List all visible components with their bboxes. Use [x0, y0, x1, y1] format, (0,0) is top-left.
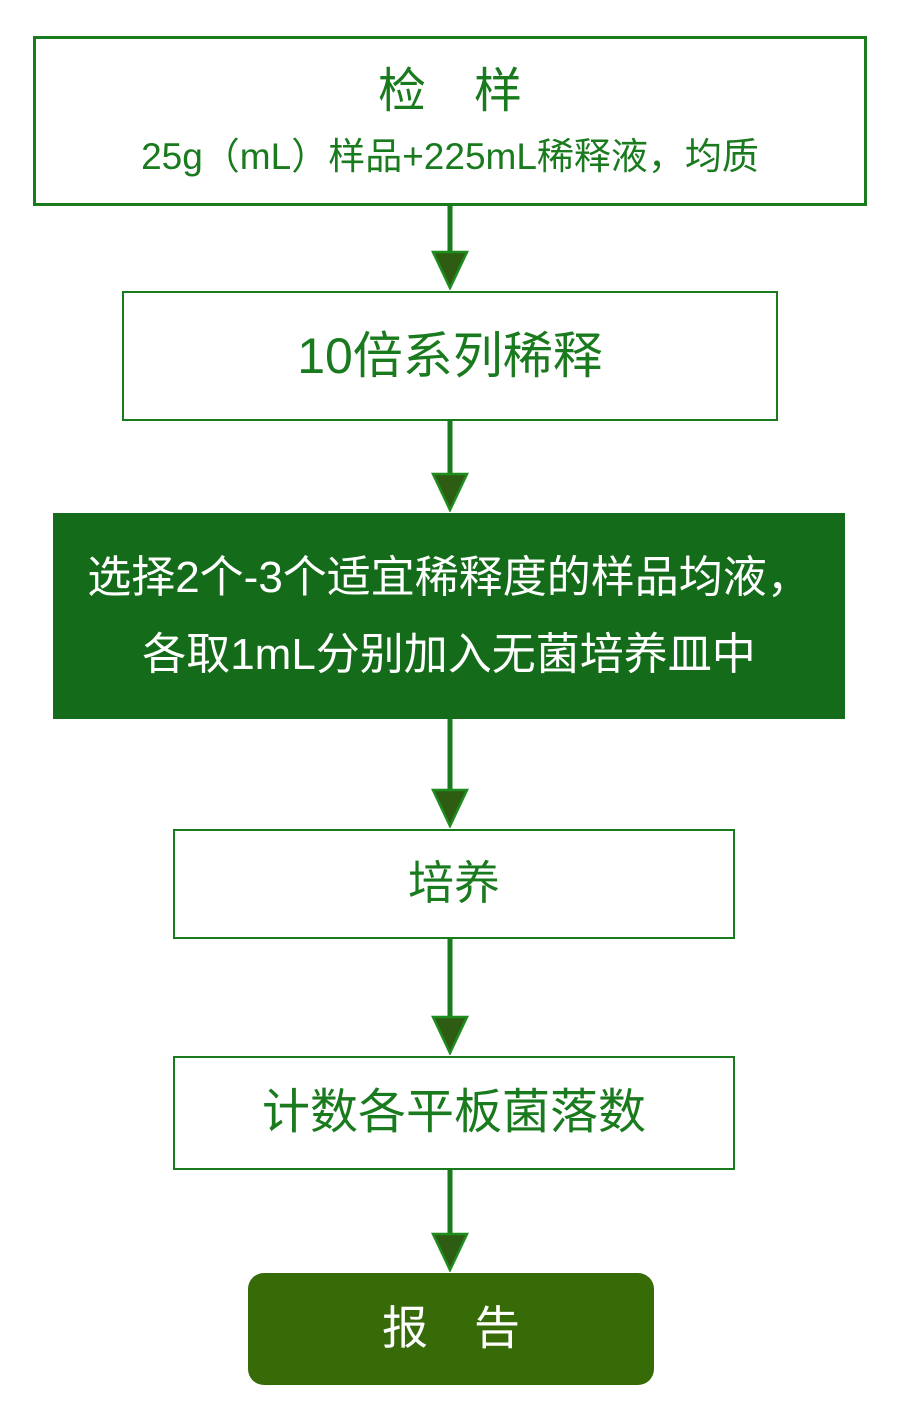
step-sample-title: 检 样 — [377, 65, 522, 118]
step-counting-title: 计数各平板菌落数 — [261, 1086, 646, 1140]
step-dilution-box: 10倍系列稀释 — [122, 291, 778, 421]
step-sample-subtitle: 25g（mL）样品+225mL稀释液，均质 — [141, 135, 759, 177]
flow-arrow-1 — [431, 206, 469, 290]
step-incubation-title: 培养 — [408, 857, 500, 910]
arrow-head-icon — [431, 1015, 469, 1055]
step-dilution-title: 10倍系列稀释 — [297, 328, 603, 384]
step-sample-box: 检 样 25g（mL）样品+225mL稀释液，均质 — [33, 36, 867, 206]
step-counting-box: 计数各平板菌落数 — [173, 1056, 735, 1170]
step-plating-line-1: 选择2个-3个适宜稀释度的样品均液， — [87, 553, 811, 602]
step-plating-line-2: 各取1mL分别加入无菌培养皿中 — [142, 630, 756, 679]
flow-arrow-4 — [431, 939, 469, 1055]
arrow-head-icon — [431, 1232, 469, 1272]
flow-arrow-5 — [431, 1170, 469, 1272]
step-incubation-box: 培养 — [173, 829, 735, 939]
step-report-title: 报 告 — [382, 1302, 520, 1355]
flow-arrow-3 — [431, 719, 469, 828]
arrow-head-icon — [431, 250, 469, 290]
flow-arrow-2 — [431, 421, 469, 512]
step-plating-box: 选择2个-3个适宜稀释度的样品均液， 各取1mL分别加入无菌培养皿中 — [53, 513, 845, 719]
arrow-head-icon — [431, 788, 469, 828]
arrow-head-icon — [431, 472, 469, 512]
step-report-box: 报 告 — [248, 1273, 654, 1385]
